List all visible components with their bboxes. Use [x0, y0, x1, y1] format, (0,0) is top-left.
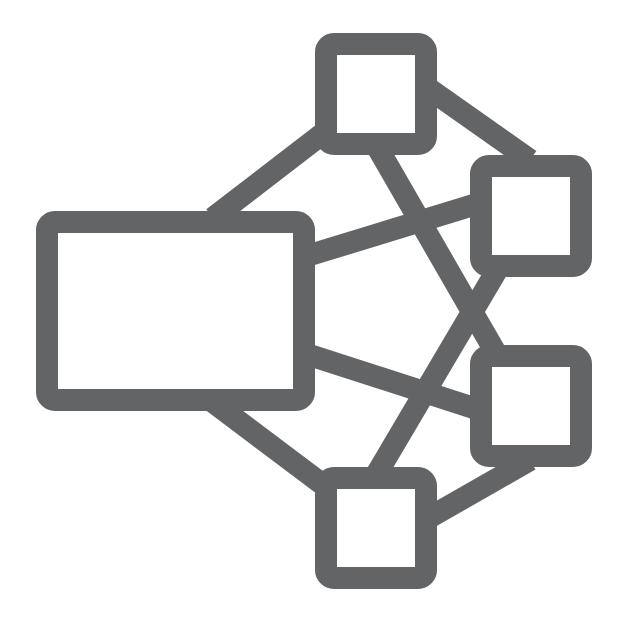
edge-hub-to-node-lower-right: [296, 341, 484, 421]
network-nodes: [36, 33, 592, 589]
edge-node-lower-right-to-node-bottom: [419, 450, 536, 530]
edge-hub-to-node-upper-right: [296, 192, 484, 269]
node-upper-right-square: [470, 155, 592, 277]
edge-hub-to-node-top: [206, 119, 337, 227]
edge-node-top-to-node-upper-right: [418, 77, 537, 169]
node-bottom-square: [315, 467, 437, 589]
edge-hub-to-node-bottom: [206, 393, 337, 499]
connection-lines: [206, 77, 537, 530]
hub-rectangle: [36, 211, 315, 411]
node-top-square: [315, 33, 437, 155]
edge-node-top-to-node-lower-right: [366, 139, 510, 366]
node-lower-right-square: [470, 345, 592, 467]
edge-node-upper-right-to-node-bottom: [366, 259, 510, 481]
